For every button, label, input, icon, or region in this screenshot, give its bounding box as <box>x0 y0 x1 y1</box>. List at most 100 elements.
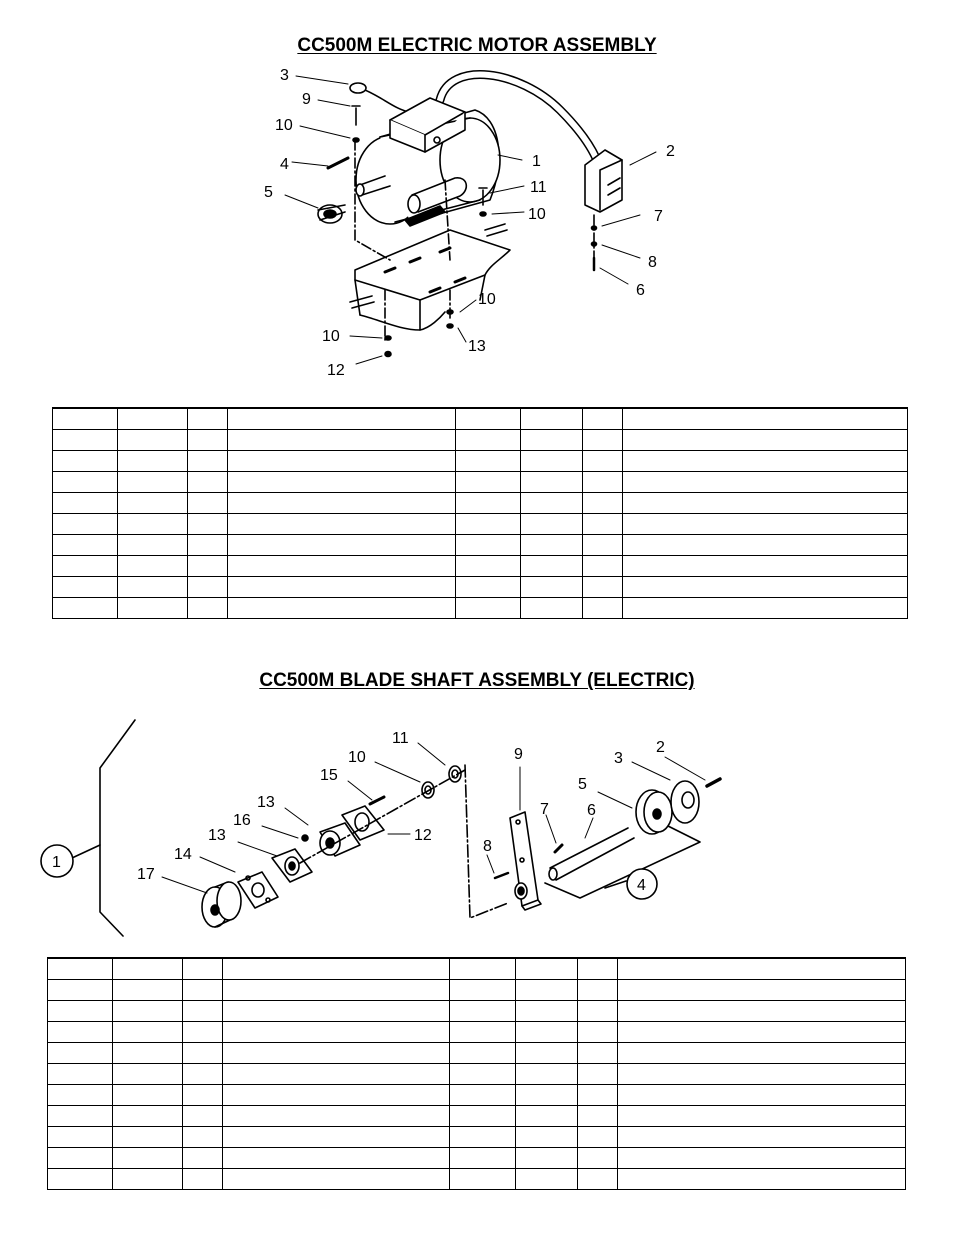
table-cell <box>515 1126 578 1148</box>
table-cell <box>117 471 188 493</box>
table-cell <box>622 513 908 535</box>
table-cell <box>449 1084 516 1106</box>
table-row <box>47 1084 906 1106</box>
callout-label: 14 <box>174 846 192 863</box>
table-row <box>47 1042 906 1064</box>
callout-label: 12 <box>414 827 432 844</box>
table-cell <box>187 450 228 472</box>
table-cell <box>182 1042 223 1064</box>
table-cell <box>227 429 456 451</box>
table-cell <box>112 1084 183 1106</box>
table-cell <box>449 1042 516 1064</box>
table-cell <box>520 450 583 472</box>
motor-assembly-title-text: CC500M ELECTRIC MOTOR ASSEMBLY <box>297 35 657 56</box>
table-cell <box>455 407 521 430</box>
table-cell <box>187 492 228 514</box>
table-cell <box>577 1063 618 1085</box>
table-cell <box>52 597 118 619</box>
table-cell <box>515 979 578 1001</box>
callout-label: 3 <box>614 750 623 767</box>
table-cell <box>52 513 118 535</box>
table-cell <box>617 1126 906 1148</box>
table-cell <box>47 979 113 1001</box>
table-cell <box>117 513 188 535</box>
table-cell <box>449 1000 516 1022</box>
blade-shaft-assembly-title: CC500M BLADE SHAFT ASSEMBLY (ELECTRIC) <box>0 670 954 692</box>
table-cell <box>520 429 583 451</box>
callout-label: 16 <box>233 812 251 829</box>
callout-label: 1 <box>532 153 541 170</box>
callout-label: 13 <box>257 794 275 811</box>
table-cell <box>617 1147 906 1169</box>
table-cell <box>455 597 521 619</box>
blade-shaft-assembly-title-text: CC500M BLADE SHAFT ASSEMBLY (ELECTRIC) <box>259 670 695 691</box>
table-row <box>52 429 908 451</box>
table-cell <box>582 429 623 451</box>
table-cell <box>117 597 188 619</box>
table-cell <box>52 471 118 493</box>
table-row <box>52 407 908 430</box>
table-cell <box>577 1105 618 1127</box>
table-cell <box>182 1000 223 1022</box>
table-cell <box>577 1168 618 1190</box>
table-cell <box>622 534 908 556</box>
table-cell <box>187 471 228 493</box>
motor-callouts: 3 9 10 4 5 1 2 11 10 7 8 6 10 10 13 12 <box>264 67 675 379</box>
table-cell <box>47 1147 113 1169</box>
table-cell <box>520 513 583 535</box>
table-cell <box>582 513 623 535</box>
table-cell <box>617 1042 906 1064</box>
table-cell <box>622 450 908 472</box>
callout-label: 10 <box>348 749 366 766</box>
table-cell <box>222 979 450 1001</box>
table-cell <box>449 1168 516 1190</box>
table-cell <box>617 1021 906 1043</box>
table-cell <box>112 1126 183 1148</box>
callout-label: 8 <box>648 254 657 271</box>
table-cell <box>117 407 188 430</box>
table-row <box>52 471 908 493</box>
table-row <box>52 450 908 472</box>
table-cell <box>182 1168 223 1190</box>
callout-label: 4 <box>637 877 646 894</box>
table-cell <box>617 1105 906 1127</box>
table-cell <box>187 555 228 577</box>
callout-label: 10 <box>275 117 293 134</box>
table-cell <box>227 555 456 577</box>
table-cell <box>617 1168 906 1190</box>
blade-shaft-assembly-diagram: 11 10 9 2 3 15 5 13 7 6 16 12 13 8 14 17… <box>40 719 722 937</box>
table-cell <box>449 957 516 980</box>
table-cell <box>515 1084 578 1106</box>
table-cell <box>577 1021 618 1043</box>
motor-parts-table <box>52 407 908 619</box>
table-cell <box>227 576 456 598</box>
table-cell <box>617 1063 906 1085</box>
table-cell <box>227 513 456 535</box>
table-cell <box>622 576 908 598</box>
table-cell <box>582 534 623 556</box>
table-cell <box>515 1063 578 1085</box>
callout-label: 3 <box>280 67 289 84</box>
table-cell <box>577 1000 618 1022</box>
table-cell <box>577 1126 618 1148</box>
table-cell <box>617 957 906 980</box>
blade-shaft-parts-table-body <box>47 957 906 1190</box>
table-cell <box>182 1105 223 1127</box>
table-cell <box>222 1000 450 1022</box>
table-cell <box>449 1021 516 1043</box>
callout-label: 4 <box>280 156 289 173</box>
table-cell <box>622 407 908 430</box>
table-row <box>47 1000 906 1022</box>
callout-label: 9 <box>302 91 311 108</box>
table-cell <box>449 1105 516 1127</box>
table-cell <box>515 1021 578 1043</box>
table-cell <box>449 1126 516 1148</box>
callout-label: 5 <box>264 184 273 201</box>
table-cell <box>222 1126 450 1148</box>
table-cell <box>582 555 623 577</box>
table-cell <box>227 450 456 472</box>
table-cell <box>47 1084 113 1106</box>
table-cell <box>47 1000 113 1022</box>
table-cell <box>622 597 908 619</box>
table-cell <box>455 471 521 493</box>
